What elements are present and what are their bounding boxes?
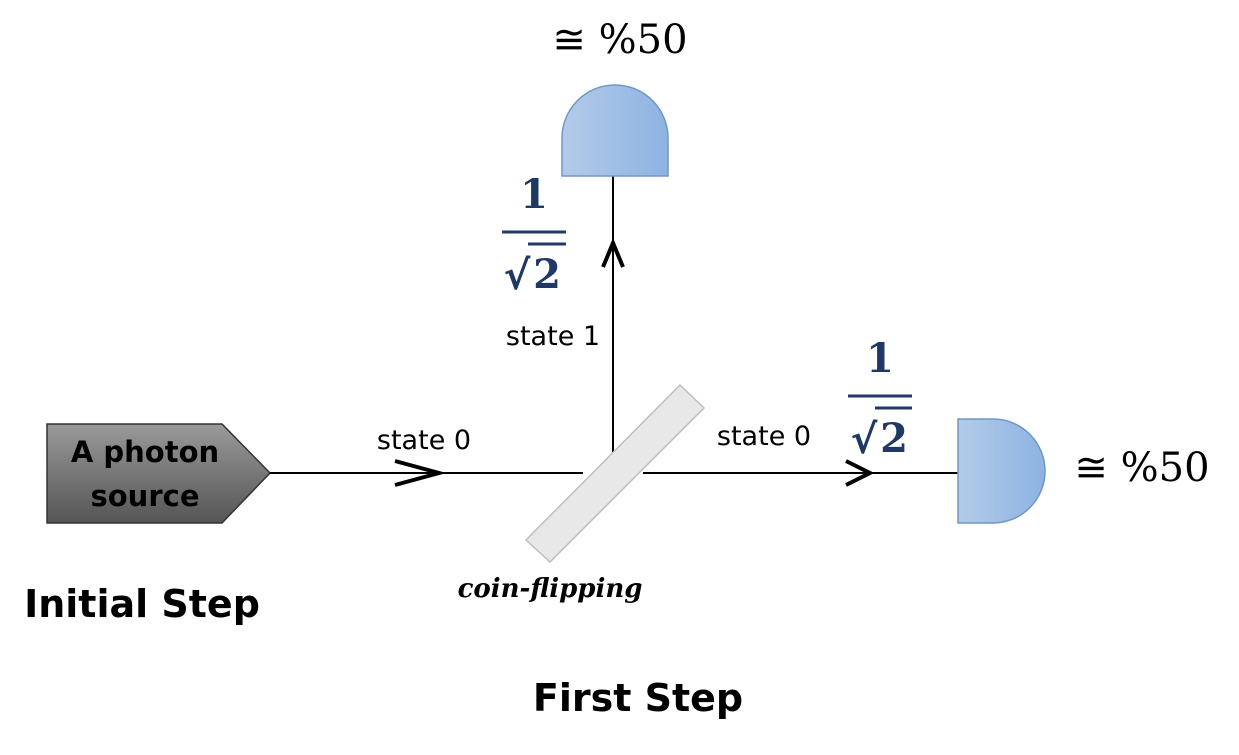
output-state-label: state 0 bbox=[717, 421, 811, 452]
amplitude-top: 1 √ 2 bbox=[502, 171, 566, 299]
beam-splitter bbox=[524, 383, 706, 564]
coin-flipping-label: coin-flipping bbox=[458, 574, 643, 604]
right-probability: ≅ %50 bbox=[1074, 445, 1209, 491]
up-arrow-icon bbox=[601, 237, 625, 268]
top-detector bbox=[561, 84, 669, 177]
initial-step-title: Initial Step bbox=[24, 582, 260, 626]
photon-source-shape bbox=[46, 423, 272, 524]
up-state-label: state 1 bbox=[506, 321, 600, 352]
amplitude-right-numerator: 1 bbox=[866, 335, 894, 382]
amplitude-right-radical: √ bbox=[851, 417, 878, 463]
amplitude-top-radicand: 2 bbox=[533, 251, 561, 298]
photon-source-label-line2: source bbox=[91, 479, 200, 513]
photon-source-label-line1: A photon bbox=[71, 435, 219, 469]
input-state-label: state 0 bbox=[377, 425, 471, 456]
first-step-title: First Step bbox=[533, 676, 743, 720]
amplitude-top-radical: √ bbox=[504, 253, 531, 299]
amplitude-right-radicand: 2 bbox=[880, 415, 908, 462]
amplitude-top-numerator: 1 bbox=[520, 171, 548, 218]
top-probability: ≅ %50 bbox=[552, 17, 687, 63]
photon-source: A photon source bbox=[46, 423, 272, 524]
amplitude-right: 1 √ 2 bbox=[848, 335, 912, 463]
right-arrow-icon bbox=[845, 459, 875, 487]
right-detector bbox=[957, 418, 1046, 524]
input-arrow-icon bbox=[394, 459, 447, 487]
